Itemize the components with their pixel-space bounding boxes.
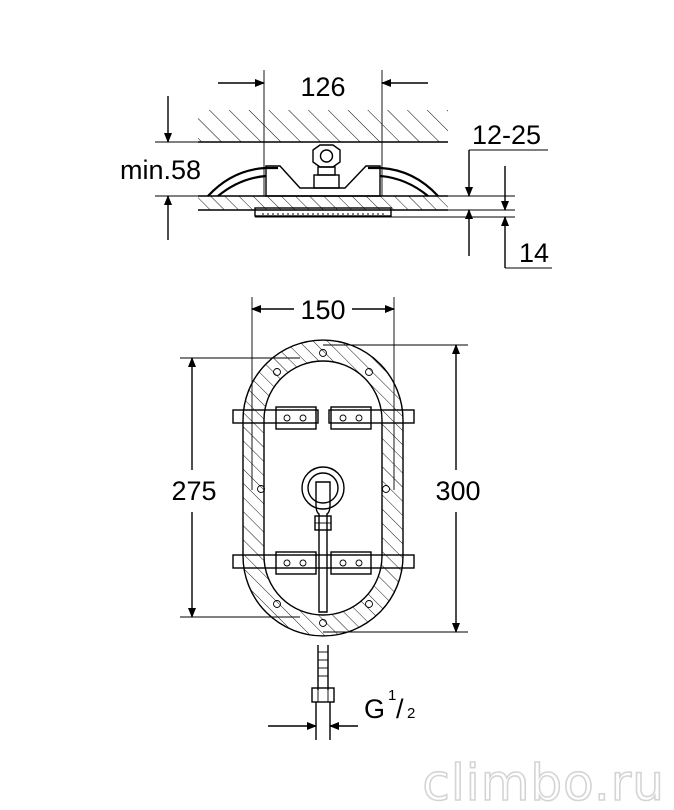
- inlet-pipe: [311, 645, 335, 740]
- watermark: climbo.ru: [422, 754, 665, 810]
- housing-inner-outline: [263, 360, 383, 616]
- thread-label: G 1 / 2: [364, 687, 415, 724]
- dim-14-label: 14: [519, 238, 549, 268]
- lower-slab-hatch: [198, 196, 448, 210]
- left-mounting-arc: [207, 166, 278, 197]
- svg-text:G: G: [364, 694, 385, 724]
- ceiling-slab-hatch: [198, 110, 448, 142]
- dim-300-label: 300: [435, 476, 480, 506]
- dim-275-label: 275: [171, 476, 216, 506]
- svg-text:/: /: [396, 694, 404, 724]
- fitting-collar: [317, 166, 336, 176]
- housing-ring-hatch: [243, 340, 403, 636]
- upper-mounting-bracket: [232, 406, 415, 430]
- shower-head-plate: [254, 207, 392, 217]
- clamp-body: [265, 165, 381, 197]
- nut-bore: [319, 149, 334, 163]
- hex-nut: [312, 144, 341, 168]
- dim-126-label: 126: [300, 72, 345, 102]
- supply-pipe: [301, 466, 345, 613]
- svg-text:1: 1: [388, 687, 396, 704]
- right-mounting-arc-inner: [379, 174, 429, 197]
- housing-outer-outline: [242, 339, 404, 637]
- fitting-body: [313, 174, 340, 189]
- svg-text:2: 2: [407, 705, 415, 722]
- left-mounting-arc-inner: [217, 174, 267, 197]
- right-mounting-arc: [368, 166, 439, 197]
- dim-min58-label: min.58: [120, 155, 201, 185]
- dim-150-label: 150: [300, 295, 345, 325]
- side-view: 126 min.58 12-25 14: [120, 70, 552, 269]
- screws: [257, 349, 390, 627]
- lower-mounting-bracket: [232, 551, 415, 575]
- front-view: 150 275 300 G 1 / 2: [171, 295, 481, 740]
- dim-12-25-label: 12-25: [472, 120, 541, 150]
